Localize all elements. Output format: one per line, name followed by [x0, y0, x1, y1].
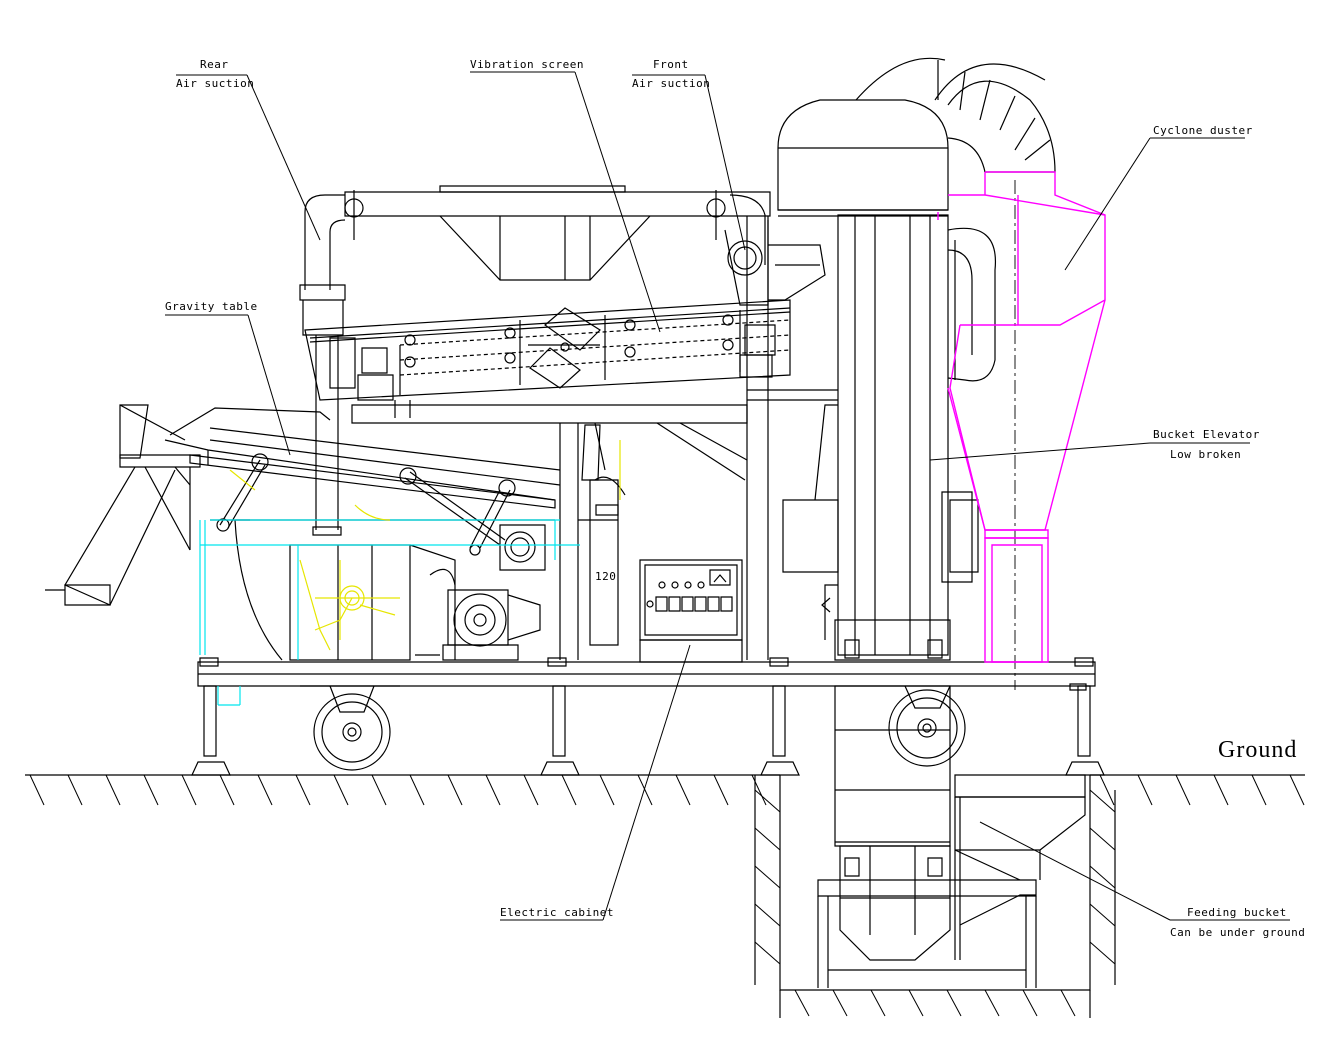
hatch-line [909, 990, 923, 1016]
hatch-line [410, 775, 424, 805]
hatch-line [106, 775, 120, 805]
label-feeding-bucket: Feeding bucket [1187, 906, 1287, 919]
hatch-line [68, 775, 82, 805]
pit [755, 775, 1115, 1018]
hatch-line [755, 904, 780, 926]
hatch-line [258, 775, 272, 805]
label-rear: Rear [200, 58, 229, 71]
hatch-line [30, 775, 44, 805]
hatch-line [182, 775, 196, 805]
vibration-screen [305, 300, 790, 418]
label-cyclone-duster: Cyclone duster [1153, 124, 1253, 137]
hatch-line [1252, 775, 1266, 805]
hatch-line [220, 775, 234, 805]
ground-line [25, 775, 1305, 805]
hatch-line [144, 775, 158, 805]
hatch-line [985, 990, 999, 1016]
hatch-line [755, 828, 780, 850]
wheel-right [889, 686, 965, 766]
hatch-line [1290, 775, 1304, 805]
hatch-line [1214, 775, 1228, 805]
hatch-line [1023, 990, 1037, 1016]
label-can-be-under-ground: Can be under ground [1170, 926, 1306, 939]
hatch-line [755, 790, 780, 812]
elevator-duct [856, 58, 1055, 381]
hatch-line [486, 775, 500, 805]
label-electric-cabinet: Electric cabinet [500, 906, 614, 919]
hatch-line [372, 775, 386, 805]
label-dimension-120: 120 [595, 570, 617, 583]
gravity-table-mechanism [230, 440, 620, 650]
gravity-table-frame [200, 520, 580, 705]
hatch-line [714, 775, 728, 805]
label-low-broken: Low broken [1170, 448, 1242, 461]
hatch-line [448, 775, 462, 805]
label-rear-air-suction: Air suction [176, 77, 255, 90]
label-gravity-table: Gravity table [165, 300, 258, 313]
hatch-line [524, 775, 538, 805]
hatch-line [1176, 775, 1190, 805]
hatch-line [296, 775, 310, 805]
base-frame [192, 658, 1104, 775]
label-ground: Ground [1218, 737, 1298, 763]
hatch-line [752, 775, 766, 805]
hatch-line [1138, 775, 1152, 805]
hatch-line [1090, 866, 1115, 888]
hatch-line [600, 775, 614, 805]
hatch-line [1061, 990, 1075, 1016]
hatch-line [755, 866, 780, 888]
hatch-line [1090, 790, 1115, 812]
front-air-suction [707, 190, 825, 305]
upper-frame [345, 186, 838, 660]
hatch-line [334, 775, 348, 805]
feeding-bucket [955, 775, 1085, 960]
hatch-line [947, 990, 961, 1016]
bucket-elevator [778, 100, 1036, 988]
hatch-line [1090, 904, 1115, 926]
label-bucket-elevator: Bucket Elevator [1153, 428, 1260, 441]
hatch-line [1100, 775, 1114, 805]
wheel-left [300, 686, 400, 770]
hatch-line [833, 990, 847, 1016]
hatch-line [755, 942, 780, 964]
label-vibration-screen: Vibration screen [470, 58, 584, 71]
cyclone-duster [938, 172, 1105, 662]
label-front: Front [653, 58, 689, 71]
hatch-line [1090, 942, 1115, 964]
electric-cabinet [640, 560, 742, 662]
label-front-air-suction: Air suction [632, 77, 711, 90]
rear-air-suction-duct [300, 190, 363, 535]
hatch-line [676, 775, 690, 805]
hatch-line [562, 775, 576, 805]
hatch-line [871, 990, 885, 1016]
hatch-line [795, 990, 809, 1016]
hatch-line [638, 775, 652, 805]
leader-lines [165, 72, 1290, 920]
hatch-line [1090, 828, 1115, 850]
